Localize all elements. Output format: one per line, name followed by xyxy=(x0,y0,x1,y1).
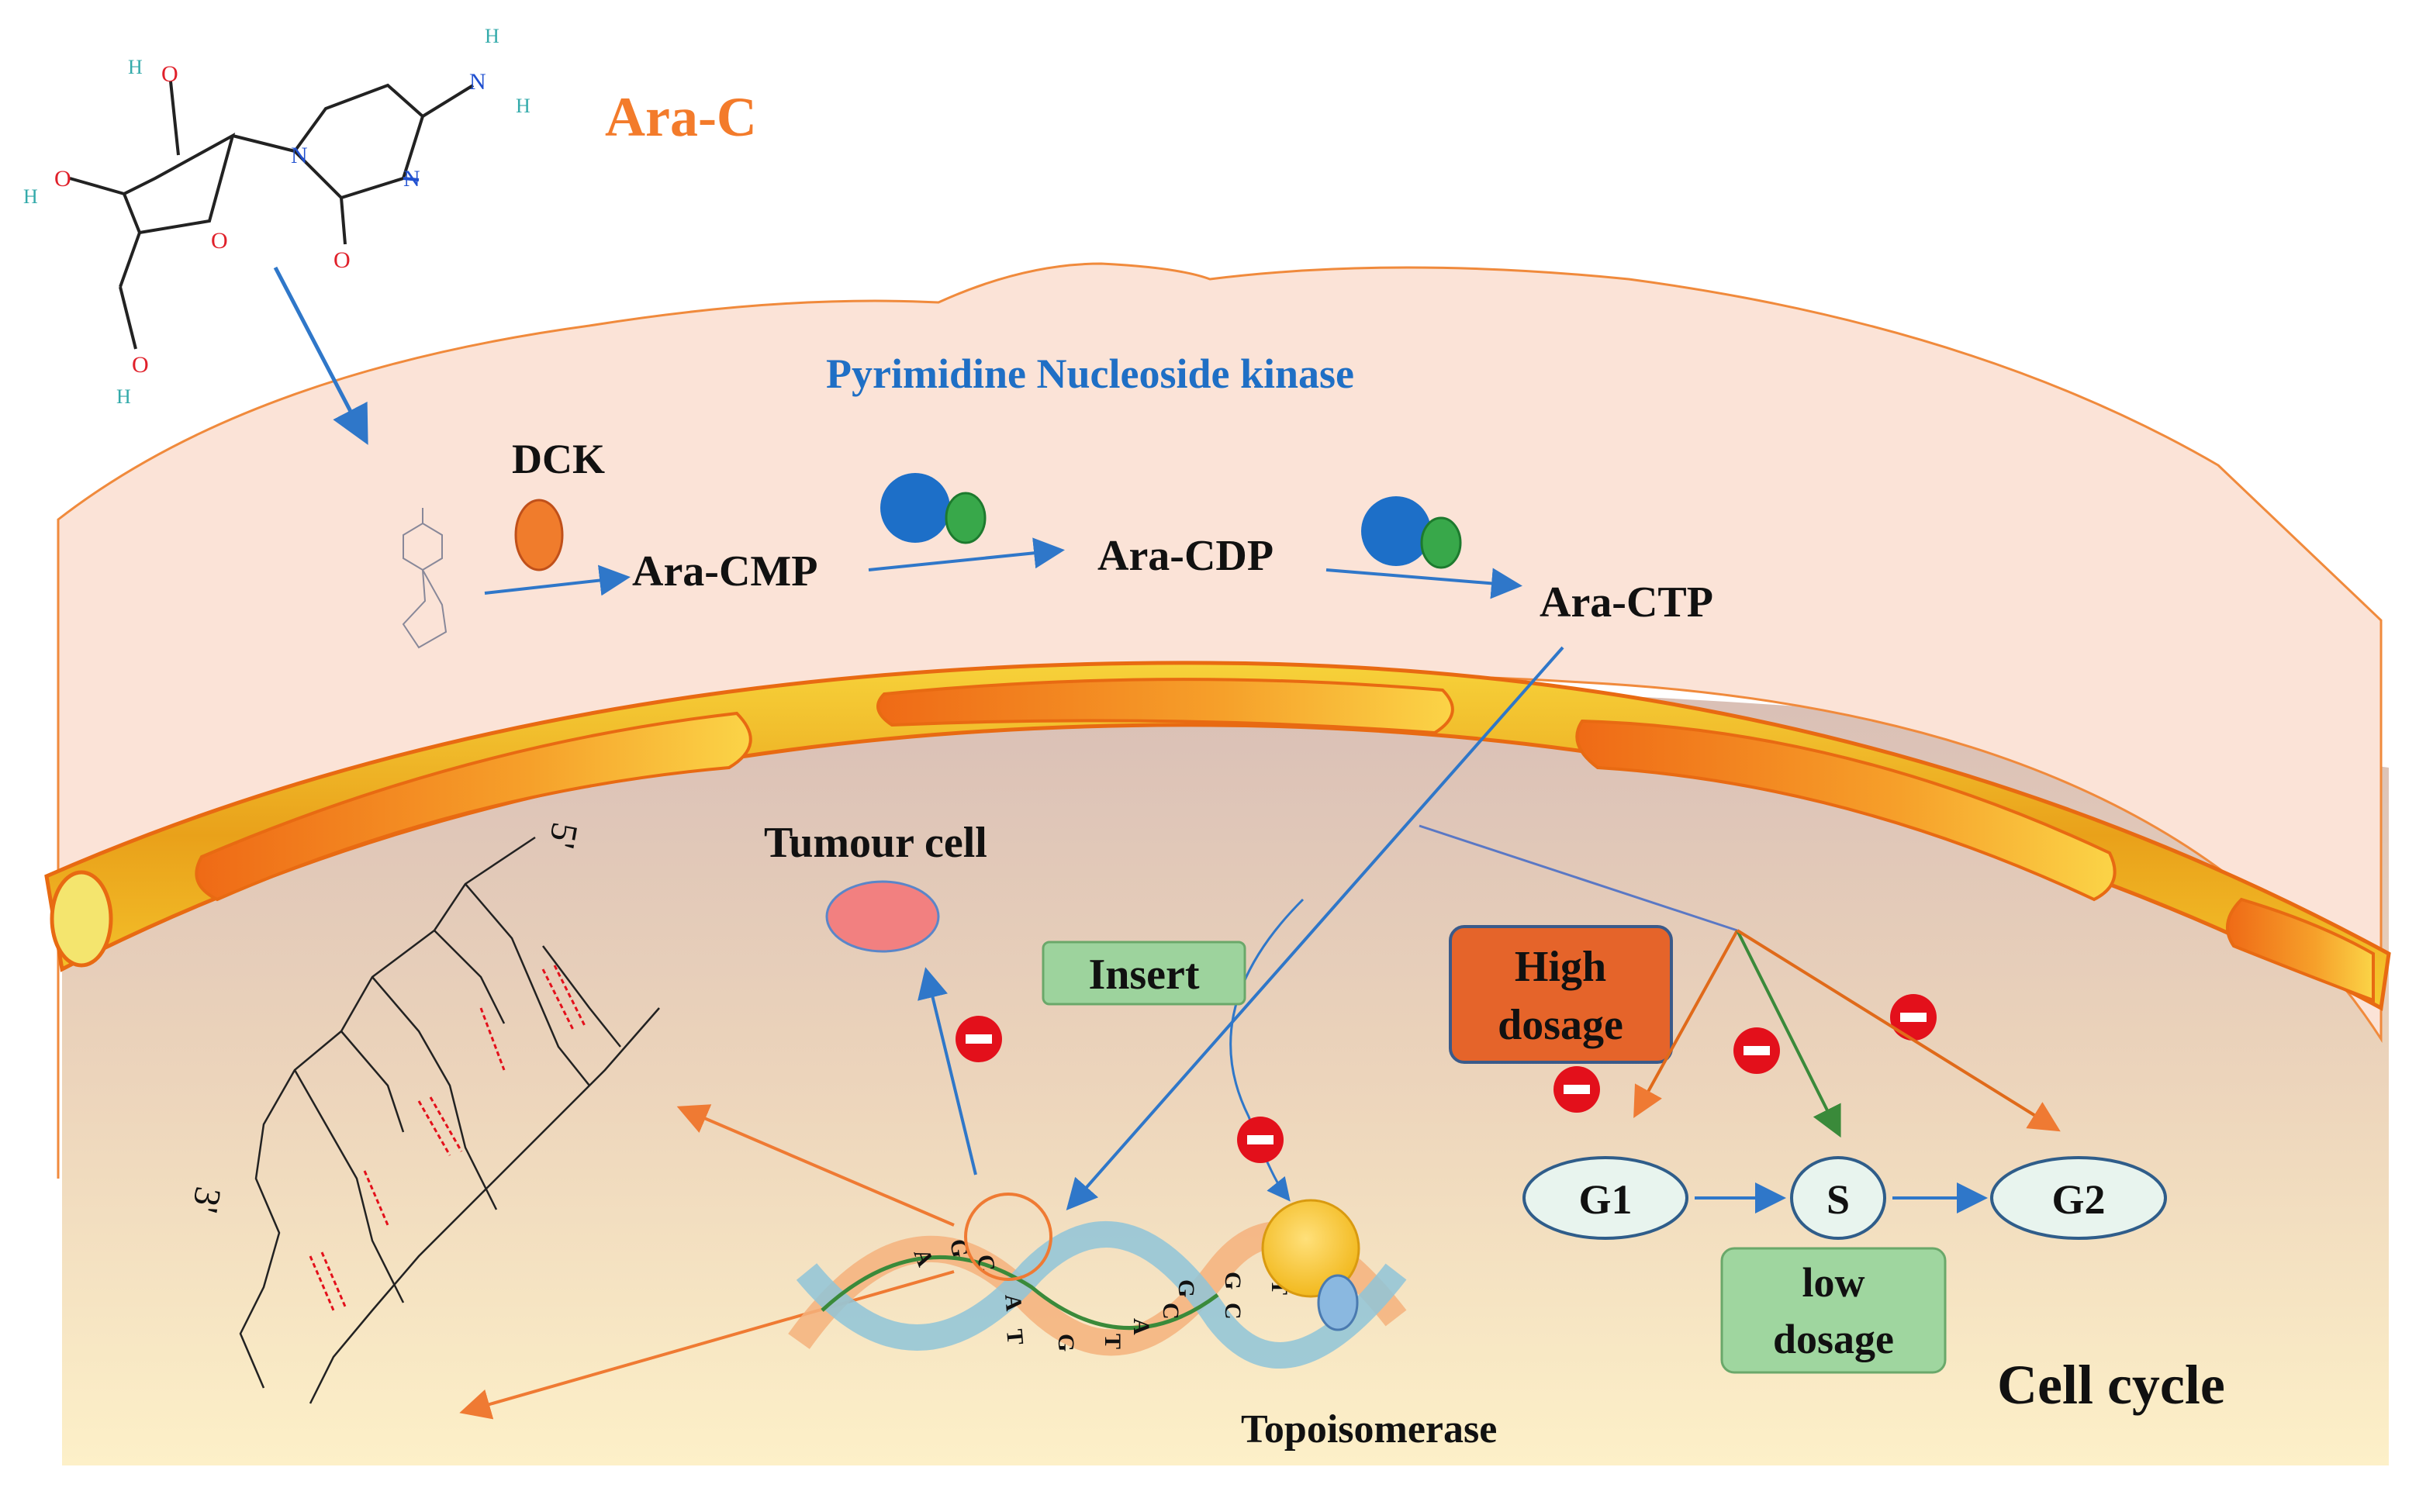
ara-c-structure xyxy=(69,81,475,350)
g2-label: G2 xyxy=(2051,1176,2105,1223)
to-g1-arrow xyxy=(1633,930,1739,1119)
topoisomerase-enzyme xyxy=(1261,1199,1360,1331)
vessel-cell-1 xyxy=(195,711,752,902)
atom-o4: O xyxy=(54,166,71,192)
base-4: A xyxy=(1000,1293,1027,1313)
kinase-title: Pyrimidine Nucleoside kinase xyxy=(826,350,1354,397)
base-5: T xyxy=(1001,1328,1028,1346)
arrow-to-ctp xyxy=(1325,568,1522,599)
ctp-to-dna-arrow xyxy=(1066,646,1564,1210)
g1-label: G1 xyxy=(1578,1176,1632,1223)
inhibit-icon-s xyxy=(1733,1027,1780,1074)
small-ara-c-structure xyxy=(402,508,448,649)
dna-to-tumour-arrow xyxy=(918,967,977,1175)
to-s-arrow xyxy=(1736,930,1841,1138)
insert-box xyxy=(1042,941,1246,1006)
low-dosage-line1: low xyxy=(1802,1259,1865,1306)
drug-title: Ara-C xyxy=(605,86,757,148)
base-11: C xyxy=(1220,1303,1246,1320)
tumour-cell-label: Tumour cell xyxy=(764,819,987,867)
vessel-cell-4 xyxy=(2226,897,2375,1003)
helix-to-dna-arrow-1 xyxy=(676,1104,955,1227)
vessel-cut-end xyxy=(50,870,113,968)
inhibit-icon-g1 xyxy=(1553,1066,1600,1113)
atom-o5: O xyxy=(132,352,149,378)
vessel-cell-2 xyxy=(876,678,1454,735)
atom-o2: O xyxy=(211,228,228,254)
dck-enzyme xyxy=(514,499,564,571)
s-phase xyxy=(1790,1156,1886,1240)
cell-cycle-title: Cell cycle xyxy=(1997,1354,2225,1416)
inhibit-icon-tumour xyxy=(956,1016,1002,1062)
atom-n1: N xyxy=(291,143,308,168)
atom-n3: N xyxy=(469,69,486,95)
inhibit-icon-g2 xyxy=(1890,994,1937,1041)
dna-strand-structure xyxy=(239,836,660,1404)
ara-cdp-label: Ara-CDP xyxy=(1097,532,1274,580)
base-8: A xyxy=(1128,1318,1154,1335)
atom-h4: H xyxy=(485,25,499,47)
insert-label: Insert xyxy=(1088,951,1199,999)
atom-n2: N xyxy=(403,166,420,192)
insertion-site-circle xyxy=(964,1193,1052,1281)
dna-base-pairs xyxy=(309,965,587,1311)
entry-arrow xyxy=(273,266,368,445)
high-dosage-box xyxy=(1449,925,1673,1064)
ara-ctp-label: Ara-CTP xyxy=(1540,578,1713,627)
kinase-enzyme-2 xyxy=(1361,496,1462,569)
base-7: T xyxy=(1100,1334,1125,1349)
s-label: S xyxy=(1826,1176,1850,1223)
low-dosage-line2: dosage xyxy=(1773,1316,1894,1362)
helix-to-dna-arrow-2 xyxy=(459,1270,955,1420)
base-12: G xyxy=(1220,1272,1246,1289)
base-10: G xyxy=(1173,1279,1199,1297)
base-6: G xyxy=(1053,1334,1079,1351)
atom-o3: O xyxy=(161,61,178,87)
arrow-to-cdp xyxy=(868,537,1065,571)
low-dosage-box xyxy=(1720,1247,1947,1374)
topoisomerase-label: Topoisomerase xyxy=(1241,1407,1497,1452)
high-dosage-line2: dosage xyxy=(1498,1001,1623,1049)
dck-label: DCK xyxy=(512,436,605,482)
ctp-to-topo-arrow xyxy=(1229,898,1305,1202)
vessel-cell-3 xyxy=(1575,719,2117,902)
ctp-to-cycle-line xyxy=(1419,824,1738,932)
inhibit-icon-topo xyxy=(1237,1117,1284,1163)
tumour-cell xyxy=(825,880,940,953)
g1-phase xyxy=(1522,1156,1688,1240)
atom-o1: O xyxy=(334,247,351,273)
atom-h3: H xyxy=(116,385,131,408)
g2-phase xyxy=(1990,1156,2167,1240)
kinase-enzyme-1 xyxy=(880,473,987,544)
base-9: C xyxy=(1158,1303,1184,1320)
atom-h1: H xyxy=(128,56,143,78)
to-g2-arrow xyxy=(1736,929,2061,1132)
atom-h5: H xyxy=(516,95,530,117)
atom-h2: H xyxy=(23,185,38,208)
high-dosage-line1: High xyxy=(1515,943,1606,991)
arrow-to-cmp xyxy=(484,564,631,596)
ara-cmp-label: Ara-CMP xyxy=(632,547,817,595)
